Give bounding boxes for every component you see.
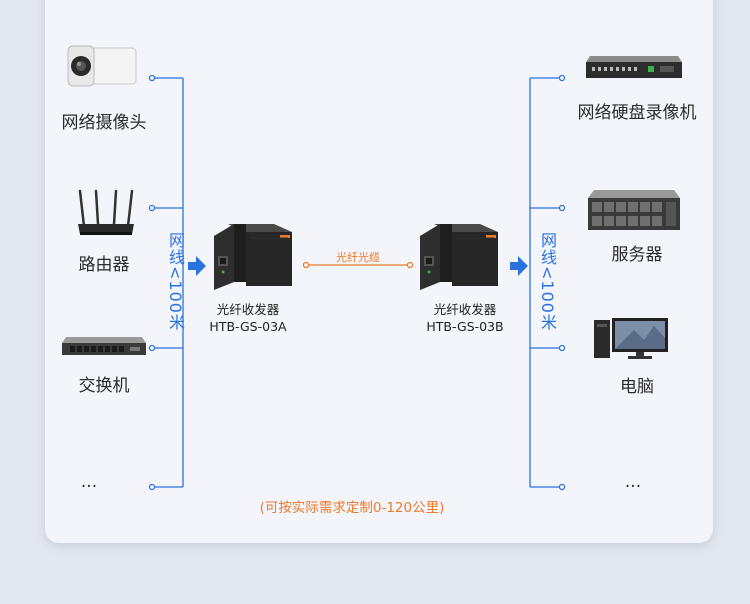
computer-label: 电脑 — [620, 377, 654, 397]
server-icon — [588, 188, 680, 232]
network-switch-icon — [60, 335, 148, 359]
server-label: 服务器 — [611, 245, 663, 265]
left-ellipsis: ... — [80, 472, 98, 492]
converter-a-title: 光纤收发器 — [216, 302, 280, 317]
switch-label: 交换机 — [78, 376, 130, 396]
ip-camera-icon — [66, 44, 140, 88]
fiber-converter-a-icon — [214, 220, 306, 292]
right-ellipsis: ... — [624, 472, 642, 492]
converter-a-model: HTB-GS-03A — [209, 319, 287, 334]
desktop-computer-icon — [594, 316, 670, 360]
nvr-label: 网络硬盘录像机 — [577, 103, 697, 123]
left-cable-length-label: 网线<100米 — [166, 232, 185, 331]
converter-b-model: HTB-GS-03B — [426, 319, 504, 334]
fiber-cable-label: 光纤光缆 — [336, 251, 380, 264]
router-label: 路由器 — [78, 255, 130, 275]
nvr-icon — [586, 54, 682, 82]
right-arrow-icon — [510, 256, 528, 276]
router-icon — [74, 188, 138, 238]
converter-b-title: 光纤收发器 — [433, 302, 497, 317]
left-arrow-icon — [188, 256, 206, 276]
camera-label: 网络摄像头 — [61, 113, 147, 133]
diagram-card — [45, 0, 713, 543]
converter-a-label: 光纤收发器 HTB-GS-03A — [209, 301, 286, 335]
distance-footnote: (可按实际需求定制0-120公里) — [259, 500, 445, 516]
converter-b-label: 光纤收发器 HTB-GS-03B — [426, 301, 503, 335]
fiber-converter-b-icon — [420, 220, 512, 292]
right-cable-length-label: 网线<100米 — [538, 232, 557, 331]
